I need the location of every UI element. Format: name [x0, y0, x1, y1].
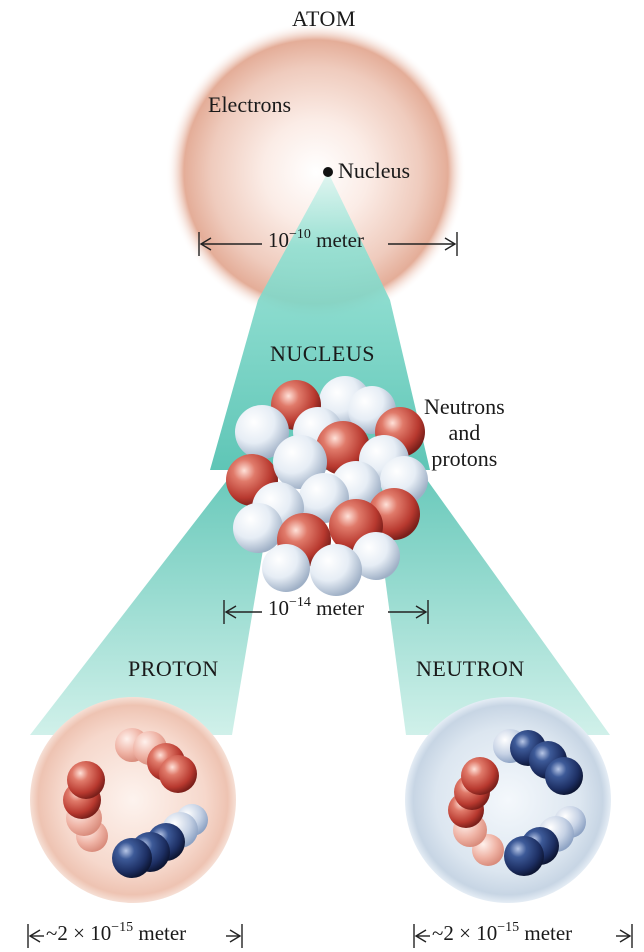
nucleus-size-exponent: −14 [289, 595, 311, 610]
proton-size-prefix: ~2 × 10 [46, 921, 111, 945]
proton-title: PROTON [128, 656, 219, 682]
nucleus-to-proton-beam [30, 470, 268, 735]
neutron-size-unit: meter [524, 921, 572, 945]
neutron-size-exponent: −15 [497, 920, 519, 935]
nucleus-contents-line1: Neutrons [424, 394, 505, 420]
nucleus-label: Nucleus [338, 158, 410, 184]
atom-size-label: 10−10 meter [268, 228, 364, 253]
neutron-size-prefix: ~2 × 10 [432, 921, 497, 945]
atom-size-base: 10 [268, 228, 289, 252]
nucleus-dot [323, 167, 333, 177]
nucleus-title: NUCLEUS [270, 341, 375, 367]
neutron-sphere [405, 697, 611, 903]
nucleus-contents-line3: protons [424, 446, 505, 472]
proton-size-exponent: −15 [111, 920, 133, 935]
atom-size-unit: meter [316, 228, 364, 252]
proton-size-unit: meter [138, 921, 186, 945]
neutron-title: NEUTRON [416, 656, 525, 682]
nucleus-size-unit: meter [316, 596, 364, 620]
nucleus-size-base: 10 [268, 596, 289, 620]
nucleus-contents-label: Neutrons and protons [424, 394, 505, 472]
nucleus-size-label: 10−14 meter [268, 596, 364, 621]
atom-title: ATOM [292, 6, 356, 32]
electrons-label: Electrons [208, 92, 291, 118]
nucleus-contents-line2: and [424, 420, 505, 446]
proton-size-label: ~2 × 10−15 meter [46, 921, 186, 946]
atom-size-exponent: −10 [289, 227, 311, 242]
neutron-size-label: ~2 × 10−15 meter [432, 921, 572, 946]
proton-sphere [30, 697, 236, 903]
